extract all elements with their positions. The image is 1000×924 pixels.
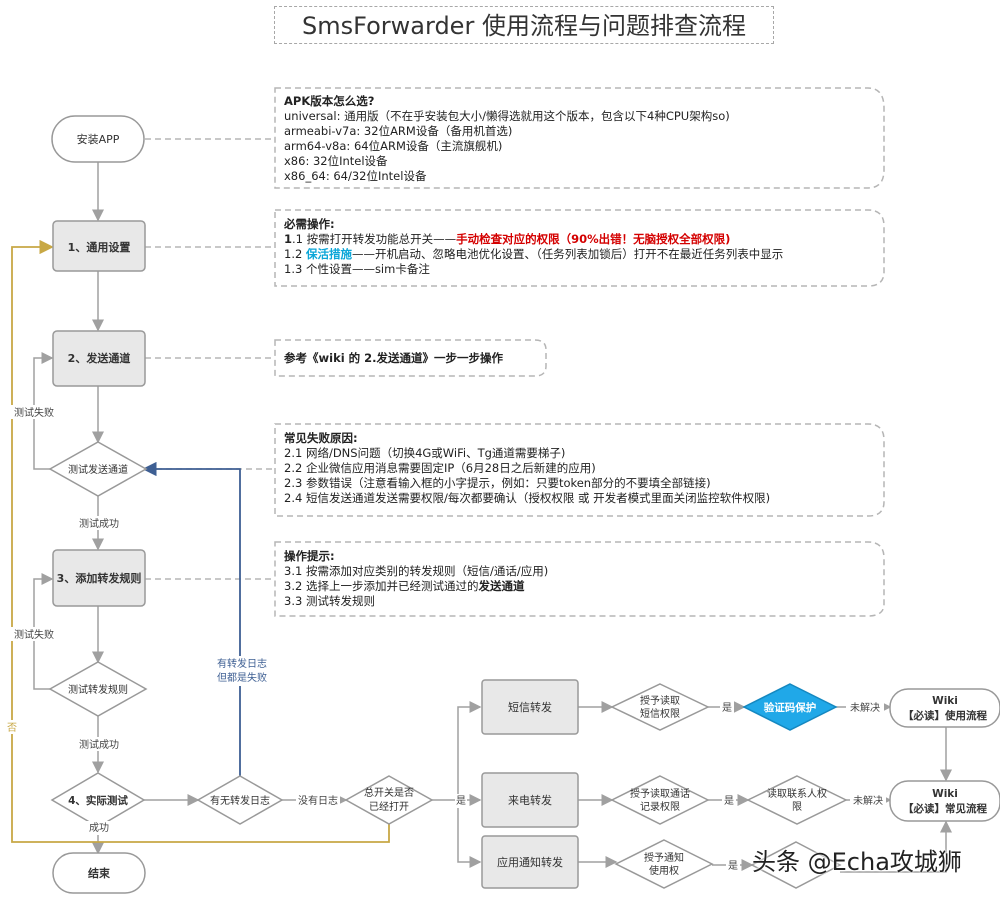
node-test-channel: 测试发送通道 bbox=[48, 441, 148, 497]
node-code-protect: 验证码保护 bbox=[742, 683, 838, 731]
label-test-ok-1: 测试成功 bbox=[79, 517, 119, 530]
svg-text:授予读取通话: 授予读取通话 bbox=[630, 787, 690, 800]
svg-text:4、实际测试: 4、实际测试 bbox=[68, 794, 128, 807]
svg-text:验证码保护: 验证码保护 bbox=[764, 701, 817, 714]
label-success: 成功 bbox=[89, 822, 109, 834]
svg-text:授予读取: 授予读取 bbox=[640, 694, 680, 707]
label-test-failed-1: 测试失败 bbox=[14, 406, 54, 419]
svg-text:短信转发: 短信转发 bbox=[508, 700, 552, 714]
label-unsolved-1: 未解决 bbox=[850, 701, 880, 714]
svg-text:【必读】常见流程: 【必读】常见流程 bbox=[903, 802, 987, 815]
note-operation-tips: 操作提示: 3.1 按需添加对应类别的转发规则（短信/通话/应用) 3.2 选择… bbox=[284, 549, 549, 608]
node-send-channel: 2、发送通道 bbox=[52, 330, 146, 387]
svg-text:1、通用设置: 1、通用设置 bbox=[68, 240, 131, 254]
label-yes-main: 是 bbox=[456, 795, 466, 807]
node-call-forward: 来电转发 bbox=[481, 772, 579, 828]
node-test-rule: 测试转发规则 bbox=[48, 661, 148, 717]
watermark: 头条 @Echa攻城狮 bbox=[752, 848, 962, 876]
node-install: 安装APP bbox=[51, 115, 145, 163]
svg-text:使用权: 使用权 bbox=[649, 864, 679, 877]
label-no-log: 没有日志 bbox=[298, 794, 338, 807]
node-has-log: 有无转发日志 bbox=[196, 775, 284, 825]
svg-text:3、添加转发规则: 3、添加转发规则 bbox=[57, 571, 142, 585]
node-notification-permission: 授予通知 使用权 bbox=[614, 839, 714, 889]
svg-text:授予通知: 授予通知 bbox=[644, 851, 684, 864]
svg-text:2、发送通道: 2、发送通道 bbox=[68, 351, 131, 365]
svg-text:测试转发规则: 测试转发规则 bbox=[68, 683, 128, 696]
svg-text:读取联系人权: 读取联系人权 bbox=[767, 787, 827, 800]
node-add-rule: 3、添加转发规则 bbox=[52, 549, 146, 607]
label-yes-notif: 是 bbox=[728, 860, 738, 872]
svg-text:应用通知转发: 应用通知转发 bbox=[497, 855, 563, 869]
label-has-log-line1: 有转发日志 bbox=[217, 657, 267, 670]
node-actual-test: 4、实际测试 bbox=[50, 772, 146, 828]
svg-text:有无转发日志: 有无转发日志 bbox=[210, 794, 270, 807]
note-required-ops: 必需操作: 1.1 按需打开转发功能总开关——手动检查对应的权限（90%出错！无… bbox=[284, 217, 784, 276]
note-connectors bbox=[145, 138, 275, 580]
svg-text:记录权限: 记录权限 bbox=[640, 800, 680, 813]
svg-text:总开关是否: 总开关是否 bbox=[364, 786, 414, 799]
node-wiki-common[interactable]: Wiki 【必读】常见流程 bbox=[889, 780, 1000, 822]
label-yes-sms: 是 bbox=[722, 702, 732, 714]
label-yes-call: 是 bbox=[724, 795, 734, 807]
svg-text:来电转发: 来电转发 bbox=[508, 793, 552, 807]
node-call-permission: 授予读取通话 记录权限 bbox=[610, 775, 710, 825]
svg-text:限: 限 bbox=[792, 801, 802, 813]
node-sms-forward: 短信转发 bbox=[481, 679, 579, 735]
svg-text:Wiki: Wiki bbox=[932, 788, 958, 800]
node-switch-on: 总开关是否 已经打开 bbox=[344, 775, 434, 825]
node-general-settings: 1、通用设置 bbox=[52, 220, 146, 272]
label-has-log-line2: 但都是失败 bbox=[217, 671, 267, 684]
label-test-failed-2: 测试失败 bbox=[14, 628, 54, 641]
node-end: 结束 bbox=[52, 852, 146, 894]
note-frames bbox=[274, 87, 885, 617]
svg-text:测试发送通道: 测试发送通道 bbox=[68, 463, 128, 476]
svg-text:安装APP: 安装APP bbox=[77, 132, 120, 146]
label-test-ok-2: 测试成功 bbox=[79, 738, 119, 751]
node-hidden-diamond bbox=[750, 841, 842, 889]
node-sms-permission: 授予读取 短信权限 bbox=[610, 683, 710, 731]
node-wiki-usage[interactable]: Wiki 【必读】使用流程 bbox=[889, 688, 1000, 728]
note-apk-versions: APK版本怎么选? universal: 通用版（不在乎安装包大小/懒得选就用这… bbox=[284, 94, 730, 183]
edge-labels: 测试失败 测试成功 测试失败 测试成功 有转发日志 但都是失败 没有日志 是 否… bbox=[4, 405, 886, 872]
node-app-forward: 应用通知转发 bbox=[481, 835, 579, 889]
page-title: SmsForwarder 使用流程与问题排查流程 bbox=[274, 6, 774, 44]
svg-text:【必读】使用流程: 【必读】使用流程 bbox=[903, 709, 987, 722]
label-unsolved-2: 未解决 bbox=[853, 794, 883, 807]
label-no-main: 否 bbox=[7, 722, 17, 734]
svg-text:Wiki: Wiki bbox=[932, 695, 958, 707]
failed-log-loop-line bbox=[142, 461, 241, 776]
node-contacts-permission: 读取联系人权 限 bbox=[746, 775, 848, 825]
svg-text:结束: 结束 bbox=[87, 866, 111, 880]
svg-text:短信权限: 短信权限 bbox=[640, 707, 680, 720]
note-wiki-reference: 参考《wiki 的 2.发送通道》一步一步操作 bbox=[284, 351, 504, 365]
svg-text:已经打开: 已经打开 bbox=[369, 800, 409, 813]
note-common-failures: 常见失败原因: 2.1 网络/DNS问题（切换4G或WiFi、Tg通道需要梯子)… bbox=[284, 431, 771, 505]
no-loop-line bbox=[11, 239, 390, 843]
